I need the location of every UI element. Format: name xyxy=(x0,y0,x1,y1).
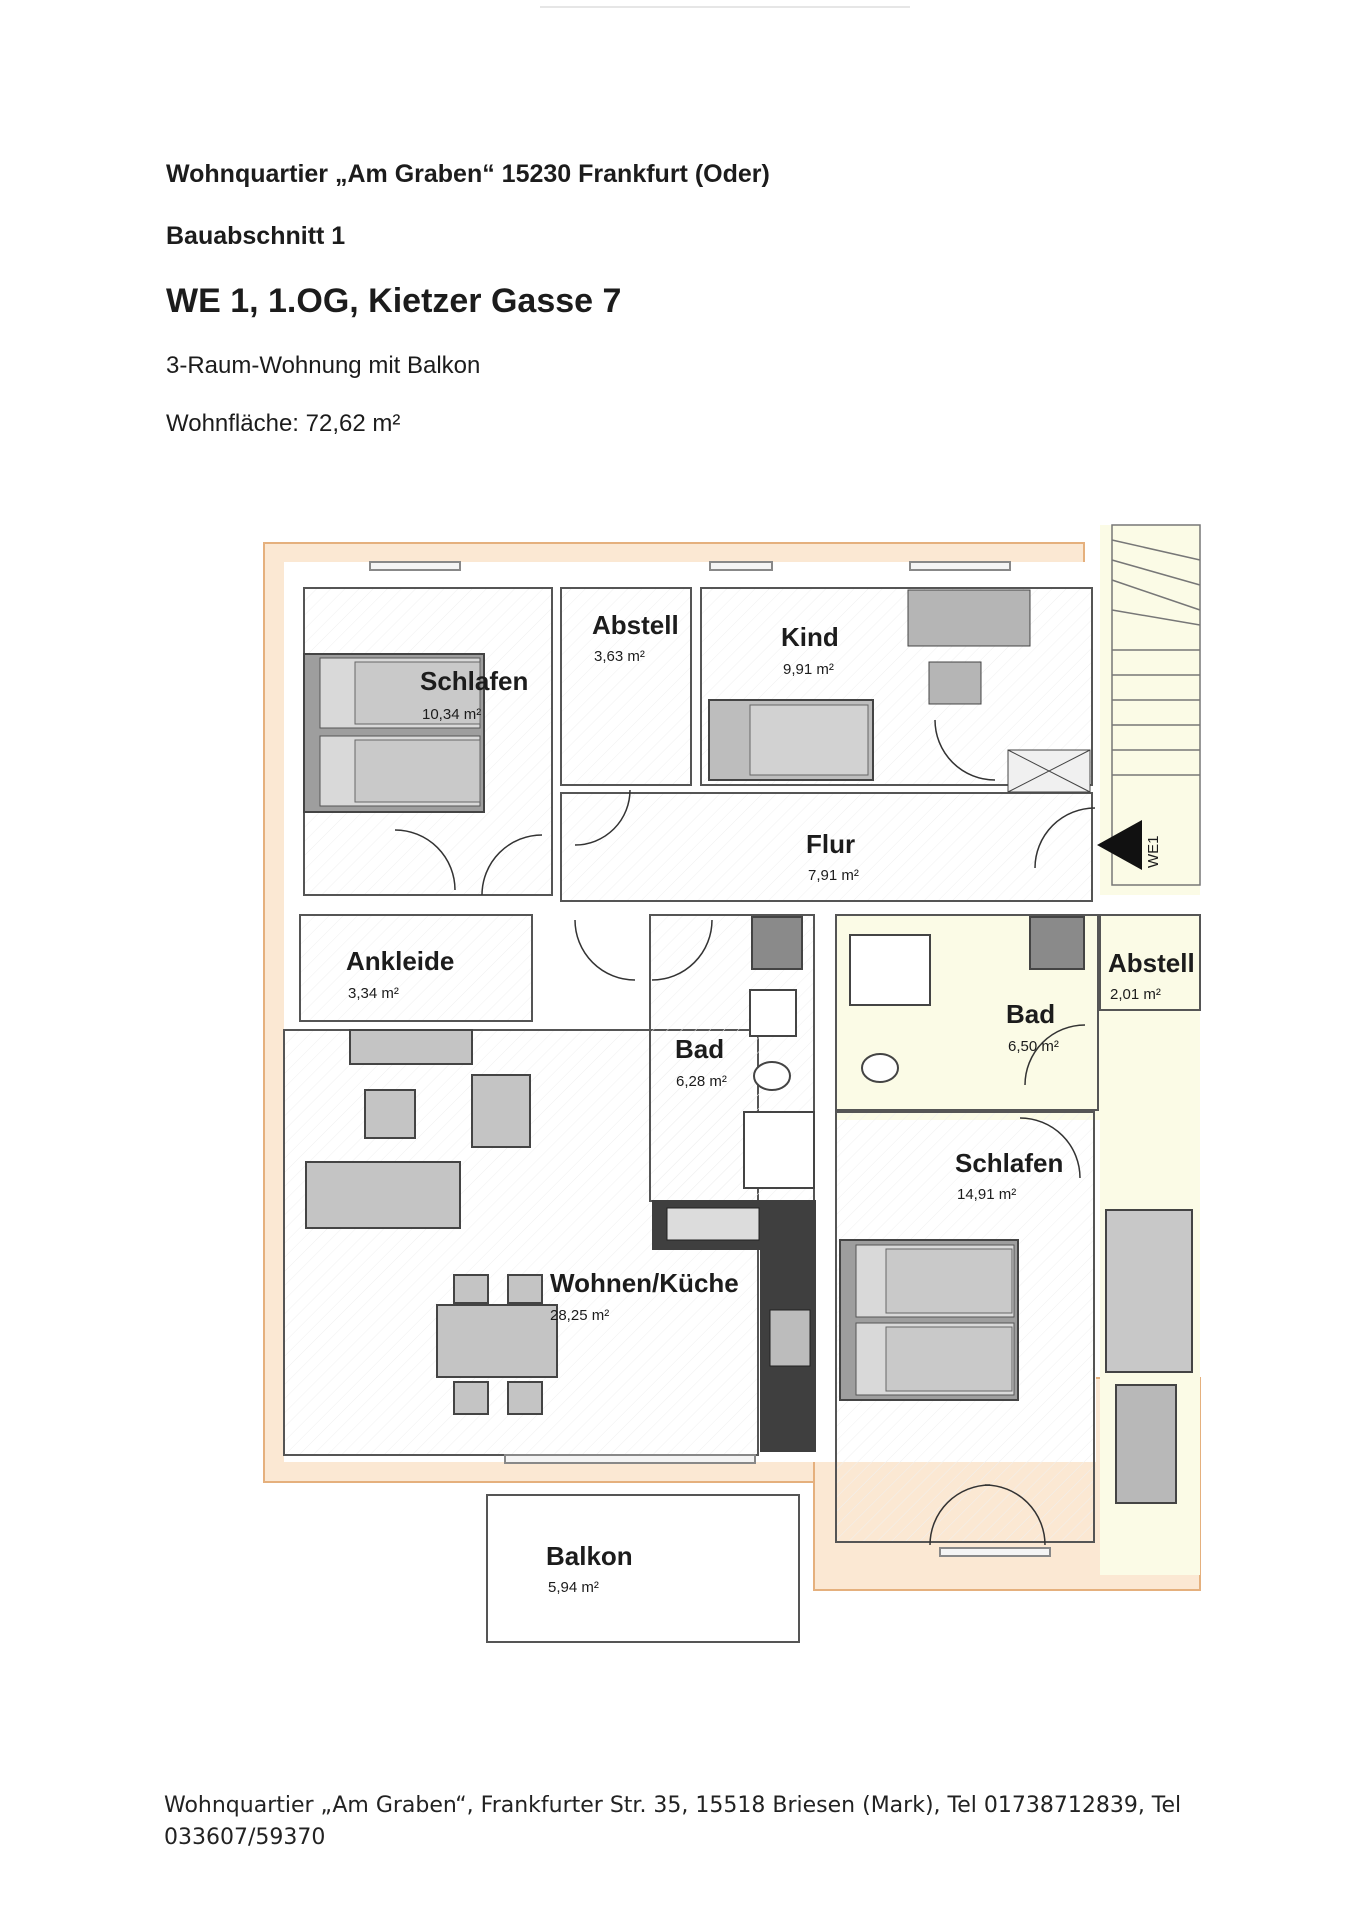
room-area-balkon: 5,94 m² xyxy=(548,1579,599,1596)
room-name-bad-2: Bad xyxy=(1006,999,1055,1029)
room-area-bad-2: 6,50 m² xyxy=(1008,1038,1059,1055)
scan-artifact-line xyxy=(540,6,910,8)
room-name-wohnen: Wohnen/Küche xyxy=(550,1268,739,1298)
room-area-flur: 7,91 m² xyxy=(808,867,859,884)
phase-label: Bauabschnitt 1 xyxy=(166,222,346,250)
entrance-marker: WE1 xyxy=(1097,820,1162,870)
room-name-flur: Flur xyxy=(806,829,855,859)
kids-furniture xyxy=(708,589,1091,793)
room-area-ankleide: 3,34 m² xyxy=(348,985,399,1002)
room-area-kind: 9,91 m² xyxy=(783,661,834,678)
living-area: Wohnfläche: 72,62 m² xyxy=(166,410,401,437)
kitchen-counter xyxy=(652,1200,816,1452)
footer-address: Wohnquartier „Am Graben“, Frankfurter St… xyxy=(164,1793,1182,1850)
room-name-balkon: Balkon xyxy=(546,1541,633,1571)
room-name-ankleide: Ankleide xyxy=(346,946,454,976)
unit-type: 3-Raum-Wohnung mit Balkon xyxy=(166,352,481,379)
double-bed-1 xyxy=(303,653,485,813)
staircase xyxy=(1111,524,1201,886)
room-labels: Schlafen 10,34 m² Abstell 3,63 m² Kind 9… xyxy=(346,610,1195,1596)
living-furniture xyxy=(305,1029,558,1415)
room-name-schlafen-1: Schlafen xyxy=(420,666,528,696)
room-area-abstell-2: 2,01 m² xyxy=(1110,986,1161,1003)
neighbor-furniture xyxy=(1105,1209,1193,1504)
room-area-schlafen-1: 10,34 m² xyxy=(422,706,481,723)
room-name-bad-1: Bad xyxy=(675,1034,724,1064)
room-name-kind: Kind xyxy=(781,622,839,652)
unit-title: WE 1, 1.OG, Kietzer Gasse 7 xyxy=(166,282,622,320)
room-name-abstell-2: Abstell xyxy=(1108,948,1195,978)
windows xyxy=(369,561,1051,1557)
room-area-wohnen: 28,25 m² xyxy=(550,1307,609,1324)
entrance-tag: WE1 xyxy=(1145,835,1162,868)
room-name-schlafen-2: Schlafen xyxy=(955,1148,1063,1178)
room-area-schlafen-2: 14,91 m² xyxy=(957,1186,1016,1203)
project-title: Wohnquartier „Am Graben“ 15230 Frankfurt… xyxy=(166,160,770,188)
double-bed-2 xyxy=(839,1239,1019,1401)
doors xyxy=(394,719,1096,1546)
room-area-abstell-1: 3,63 m² xyxy=(594,648,645,665)
room-name-abstell-1: Abstell xyxy=(592,610,679,640)
bathroom-fixtures xyxy=(743,916,1085,1189)
room-area-bad-1: 6,28 m² xyxy=(676,1073,727,1090)
